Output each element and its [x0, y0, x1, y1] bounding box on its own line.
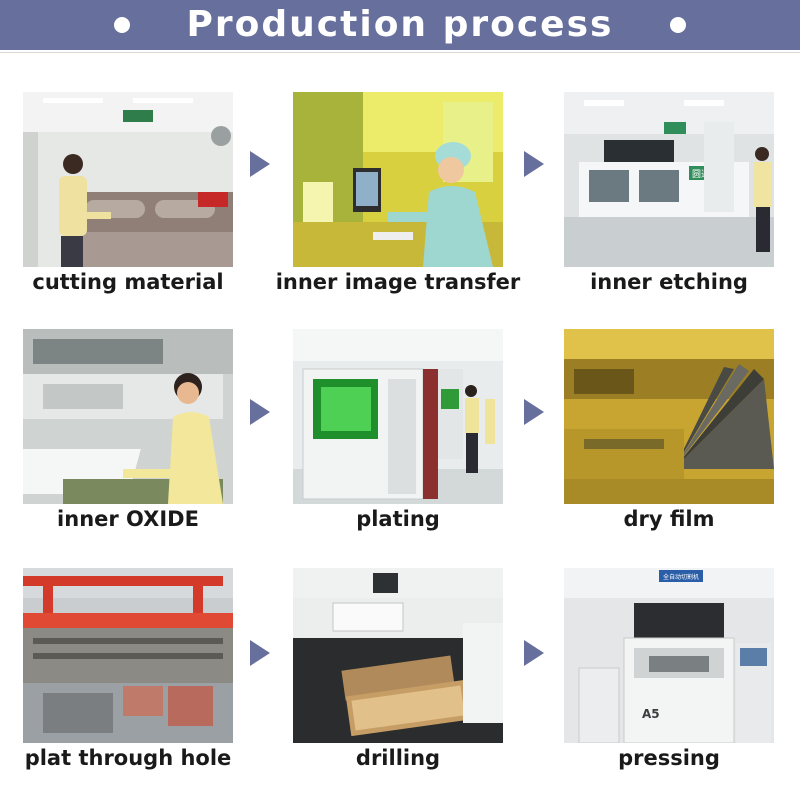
step-plating: plating — [293, 329, 503, 531]
step-cutting-material: cutting material — [23, 92, 233, 294]
step-label: plating — [356, 507, 440, 531]
arrow-right-icon — [524, 399, 544, 425]
step-dry-film: dry film — [564, 329, 774, 531]
photo-inner-oxide — [23, 329, 233, 504]
arrow-right-icon — [524, 640, 544, 666]
step-label: cutting material — [32, 270, 224, 294]
photo-inner-etching: 圆达 — [564, 92, 774, 267]
photo-plat-through-hole — [23, 568, 233, 743]
step-label: inner image transfer — [275, 270, 521, 294]
arrow-right-icon — [250, 151, 270, 177]
step-inner-oxide: inner OXIDE — [23, 329, 233, 531]
arrow-right-icon — [250, 640, 270, 666]
step-pressing: 全自动切割机 A5 pressing — [564, 568, 774, 770]
photo-drilling — [293, 568, 503, 743]
banner-dot-left — [114, 17, 130, 33]
header-divider — [0, 52, 800, 53]
step-inner-etching: 圆达 inner etching — [564, 92, 774, 294]
step-label: pressing — [618, 746, 720, 770]
photo-dry-film — [564, 329, 774, 504]
step-label: dry film — [623, 507, 715, 531]
arrow-right-icon — [250, 399, 270, 425]
arrow-right-icon — [524, 151, 544, 177]
page-title: Production process — [186, 4, 614, 45]
step-plat-through-hole: plat through hole — [23, 568, 233, 770]
photo-inner-image-transfer — [293, 92, 503, 267]
step-label: inner OXIDE — [57, 507, 199, 531]
photo-plating — [293, 329, 503, 504]
step-inner-image-transfer: inner image transfer — [276, 92, 520, 294]
step-drilling: drilling — [293, 568, 503, 770]
photo-cutting-material — [23, 92, 233, 267]
header-banner: Production process — [0, 0, 800, 50]
step-label: plat through hole — [24, 746, 232, 770]
photo-pressing: 全自动切割机 A5 — [564, 568, 774, 743]
step-label: inner etching — [590, 270, 748, 294]
pressing-machine-brand: A5 — [642, 707, 660, 721]
banner-dot-right — [670, 17, 686, 33]
pressing-sign: 全自动切割机 — [663, 573, 699, 581]
step-label: drilling — [355, 746, 441, 770]
